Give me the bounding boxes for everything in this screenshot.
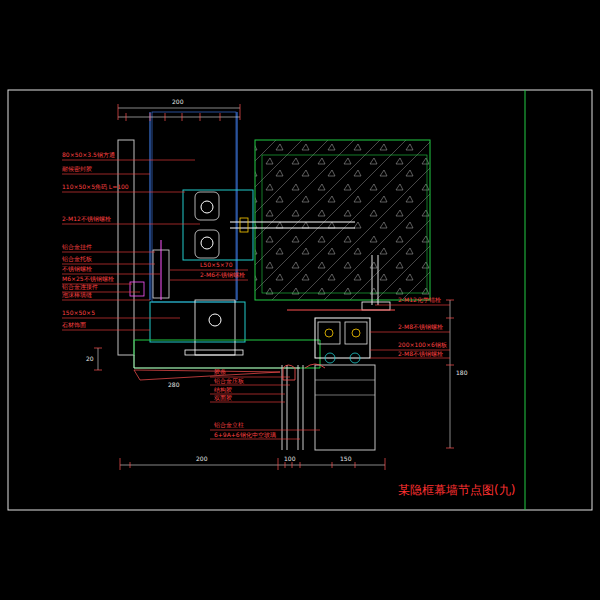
callout-label: 胶条: [214, 369, 226, 375]
callout-label: 2-M8不锈钢螺栓: [398, 324, 443, 330]
callout-label: 耐候密封胶: [62, 166, 92, 172]
callout-label: 铝合金挂件: [62, 244, 92, 250]
callout-label: 2-M12不锈钢螺栓: [62, 216, 111, 222]
dimension-text: 150: [340, 456, 351, 462]
callout-label: 铝合金连接件: [62, 284, 98, 290]
callout-label: 双面胶: [214, 395, 232, 401]
callout-label: 2-M12化学锚栓: [398, 297, 441, 303]
dimension-text: 20: [86, 356, 94, 362]
dimension-text: 180: [456, 370, 467, 376]
callout-label: 80×50×3.5钢方通: [62, 152, 115, 158]
callout-label: 铝合金托板: [62, 256, 92, 262]
drawing-title: 某隐框幕墙节点图(九): [398, 484, 515, 496]
callout-label: L50×5×70: [200, 262, 232, 268]
dimension-text: 200: [196, 456, 207, 462]
callout-label: 不锈钢螺栓: [62, 266, 92, 272]
callout-label: 110×50×5角码 L=100: [62, 184, 129, 190]
callout-label: 泡沫棒填缝: [62, 292, 92, 298]
callout-label: 铝合金压板: [214, 378, 244, 384]
callout-label: 6+9A+6钢化中空玻璃: [214, 432, 276, 438]
callout-label: 2-M8不锈钢螺栓: [398, 351, 443, 357]
callout-label: M6×25不锈钢螺栓: [62, 276, 114, 282]
callout-label: 2-M6不锈钢螺栓: [200, 272, 245, 278]
dimension-text: 100: [284, 456, 295, 462]
dimension-text: 280: [168, 382, 179, 388]
callout-label: 150×50×5: [62, 310, 95, 316]
callout-label: 石材饰面: [62, 322, 86, 328]
callout-label: 铝合金立柱: [214, 422, 244, 428]
callout-label: 结构胶: [214, 387, 232, 393]
callout-label: 200×100×6钢板: [398, 342, 447, 348]
dimension-text: 200: [172, 99, 183, 105]
